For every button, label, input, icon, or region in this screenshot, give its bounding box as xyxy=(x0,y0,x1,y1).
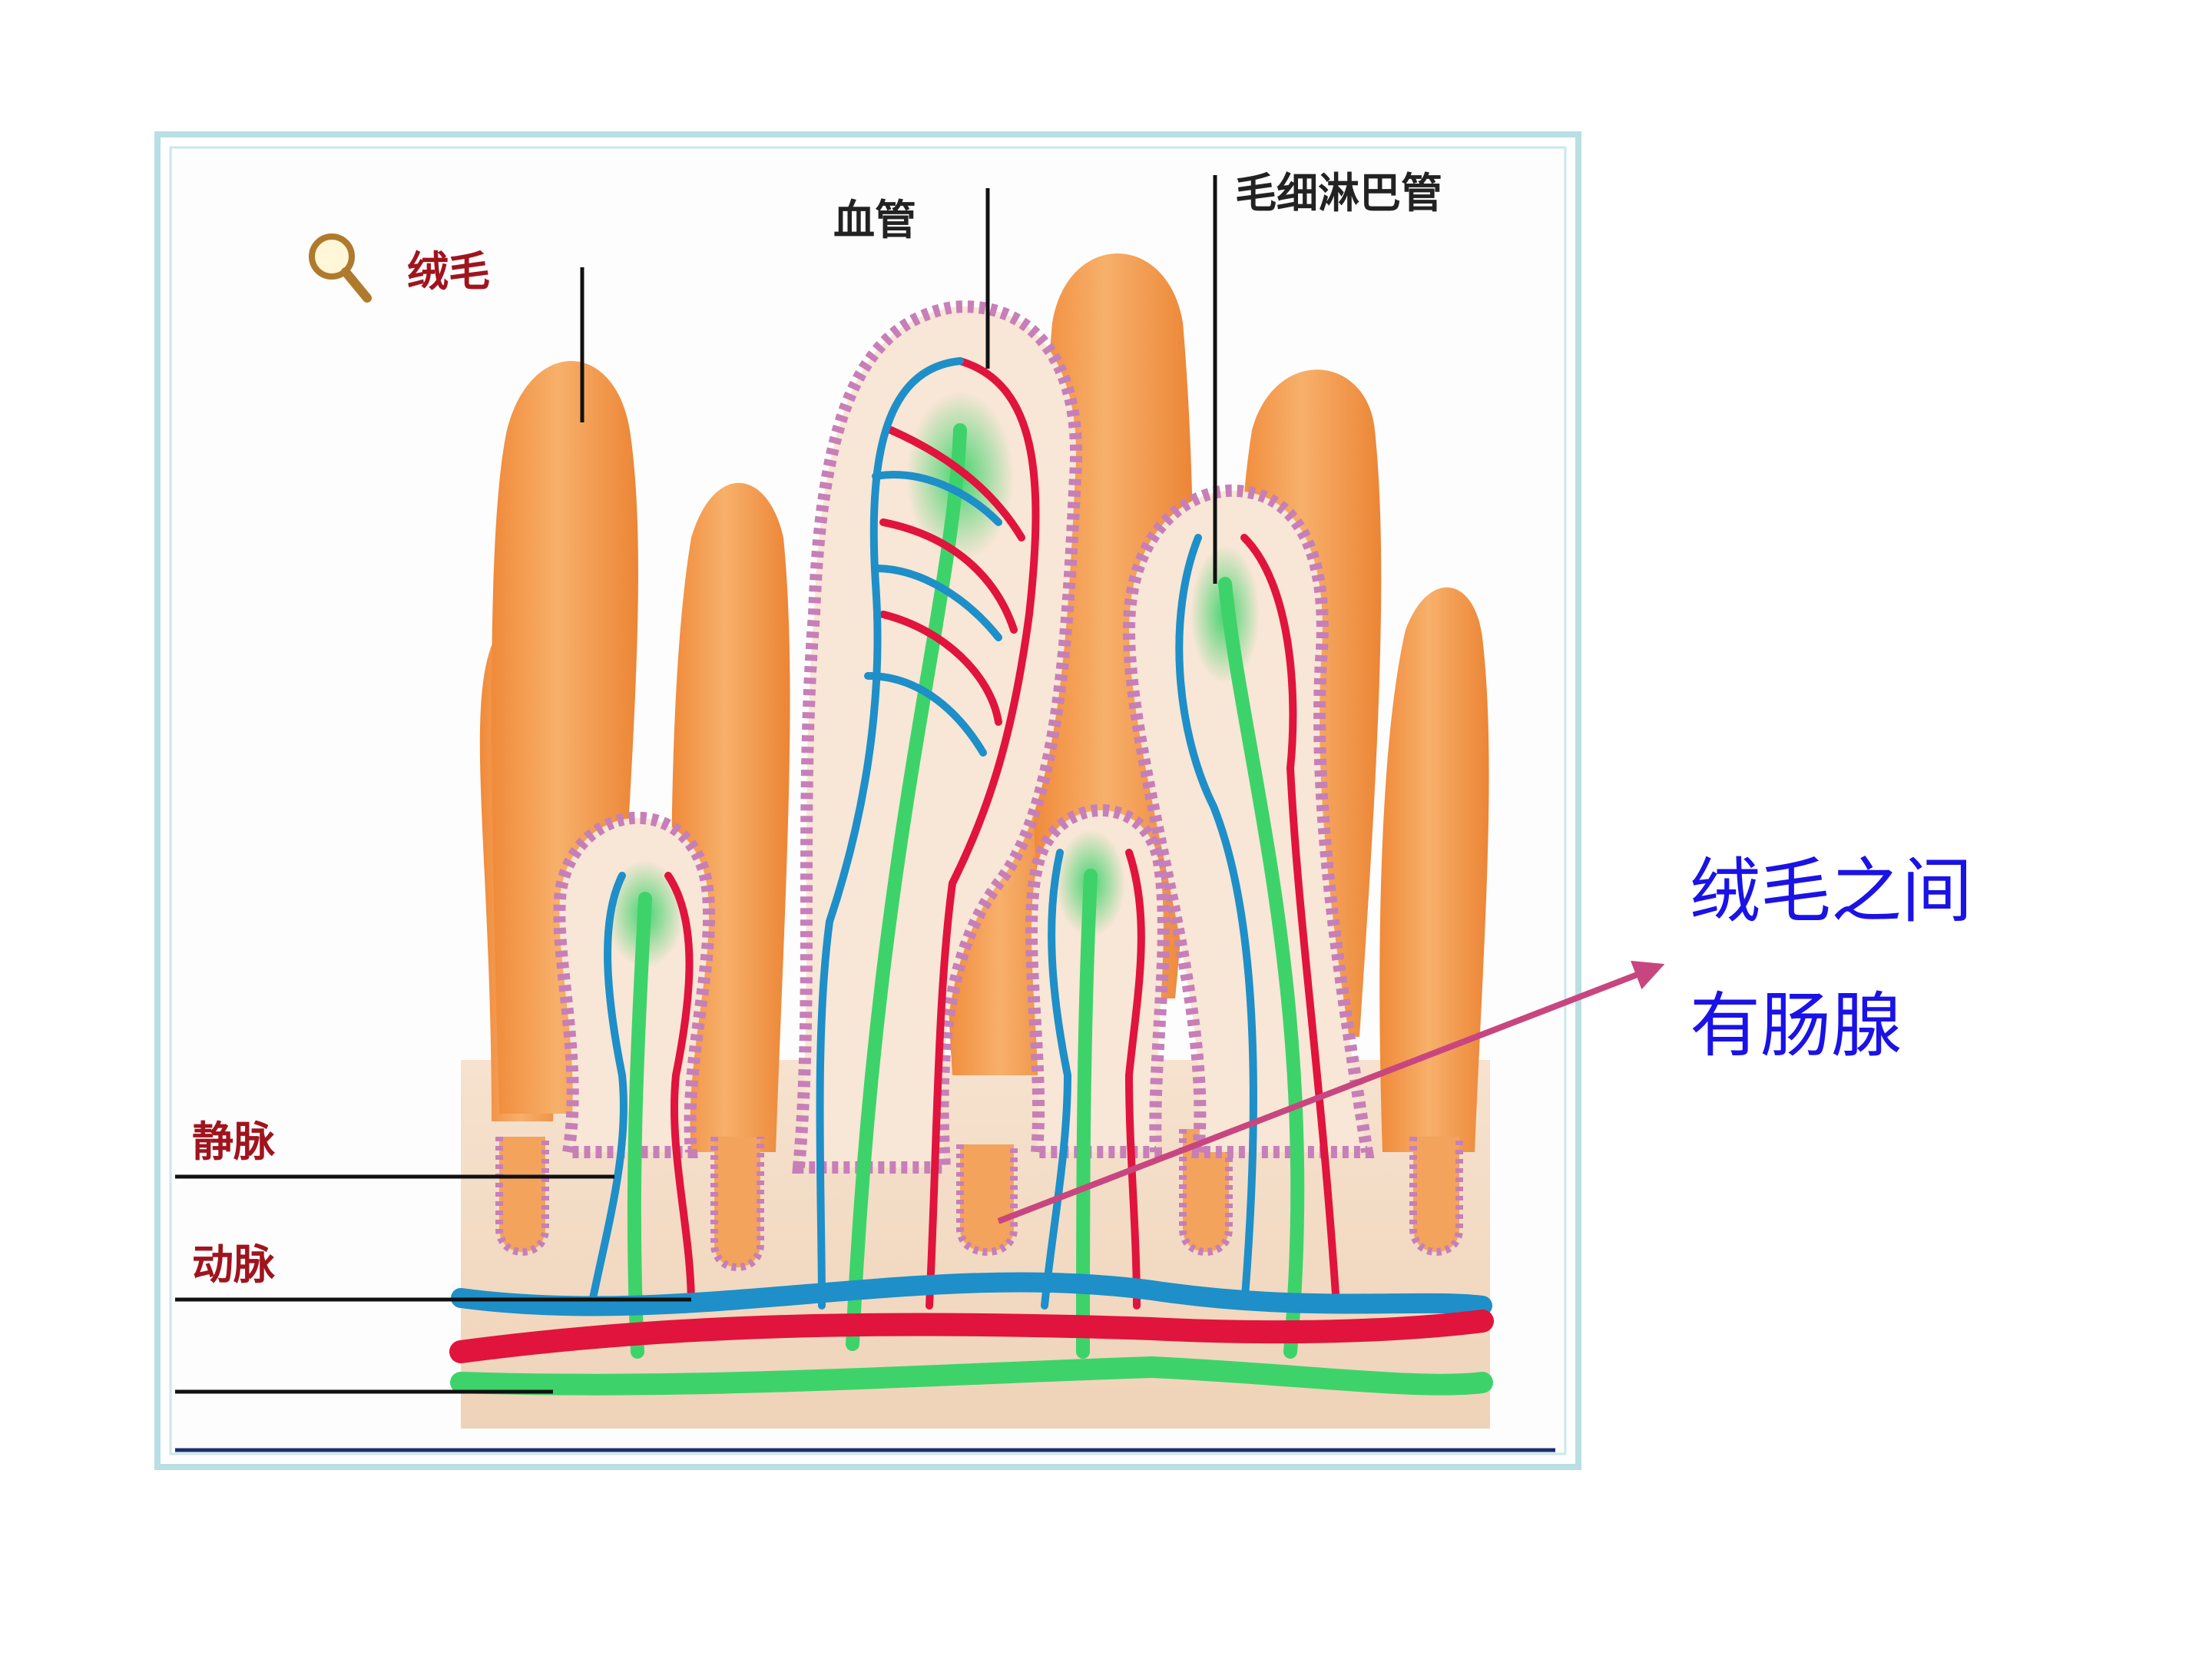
annotation-line-1: 绒毛之间 xyxy=(1690,850,1973,932)
base-vessels xyxy=(449,1272,1494,1396)
intestinal-glands xyxy=(495,1129,1463,1271)
base-artery xyxy=(449,1310,1494,1363)
villus-arteries xyxy=(664,357,1340,1310)
annotation-arrow xyxy=(997,960,1665,1224)
magnifier-icon xyxy=(309,233,372,303)
label-villus: 绒毛 xyxy=(407,247,490,296)
label-artery: 动脉 xyxy=(192,1240,276,1289)
base-vein xyxy=(451,1272,1492,1316)
label-lymph-capillary: 毛细淋巴管 xyxy=(1235,168,1442,217)
base-lymph xyxy=(450,1356,1493,1396)
label-vein: 静脉 xyxy=(192,1117,276,1166)
label-blood-vessel: 血管 xyxy=(833,195,916,244)
villus-veins xyxy=(588,357,1257,1310)
leader-lines xyxy=(175,175,1555,1452)
annotation-line-2: 有肠腺 xyxy=(1690,985,1902,1067)
